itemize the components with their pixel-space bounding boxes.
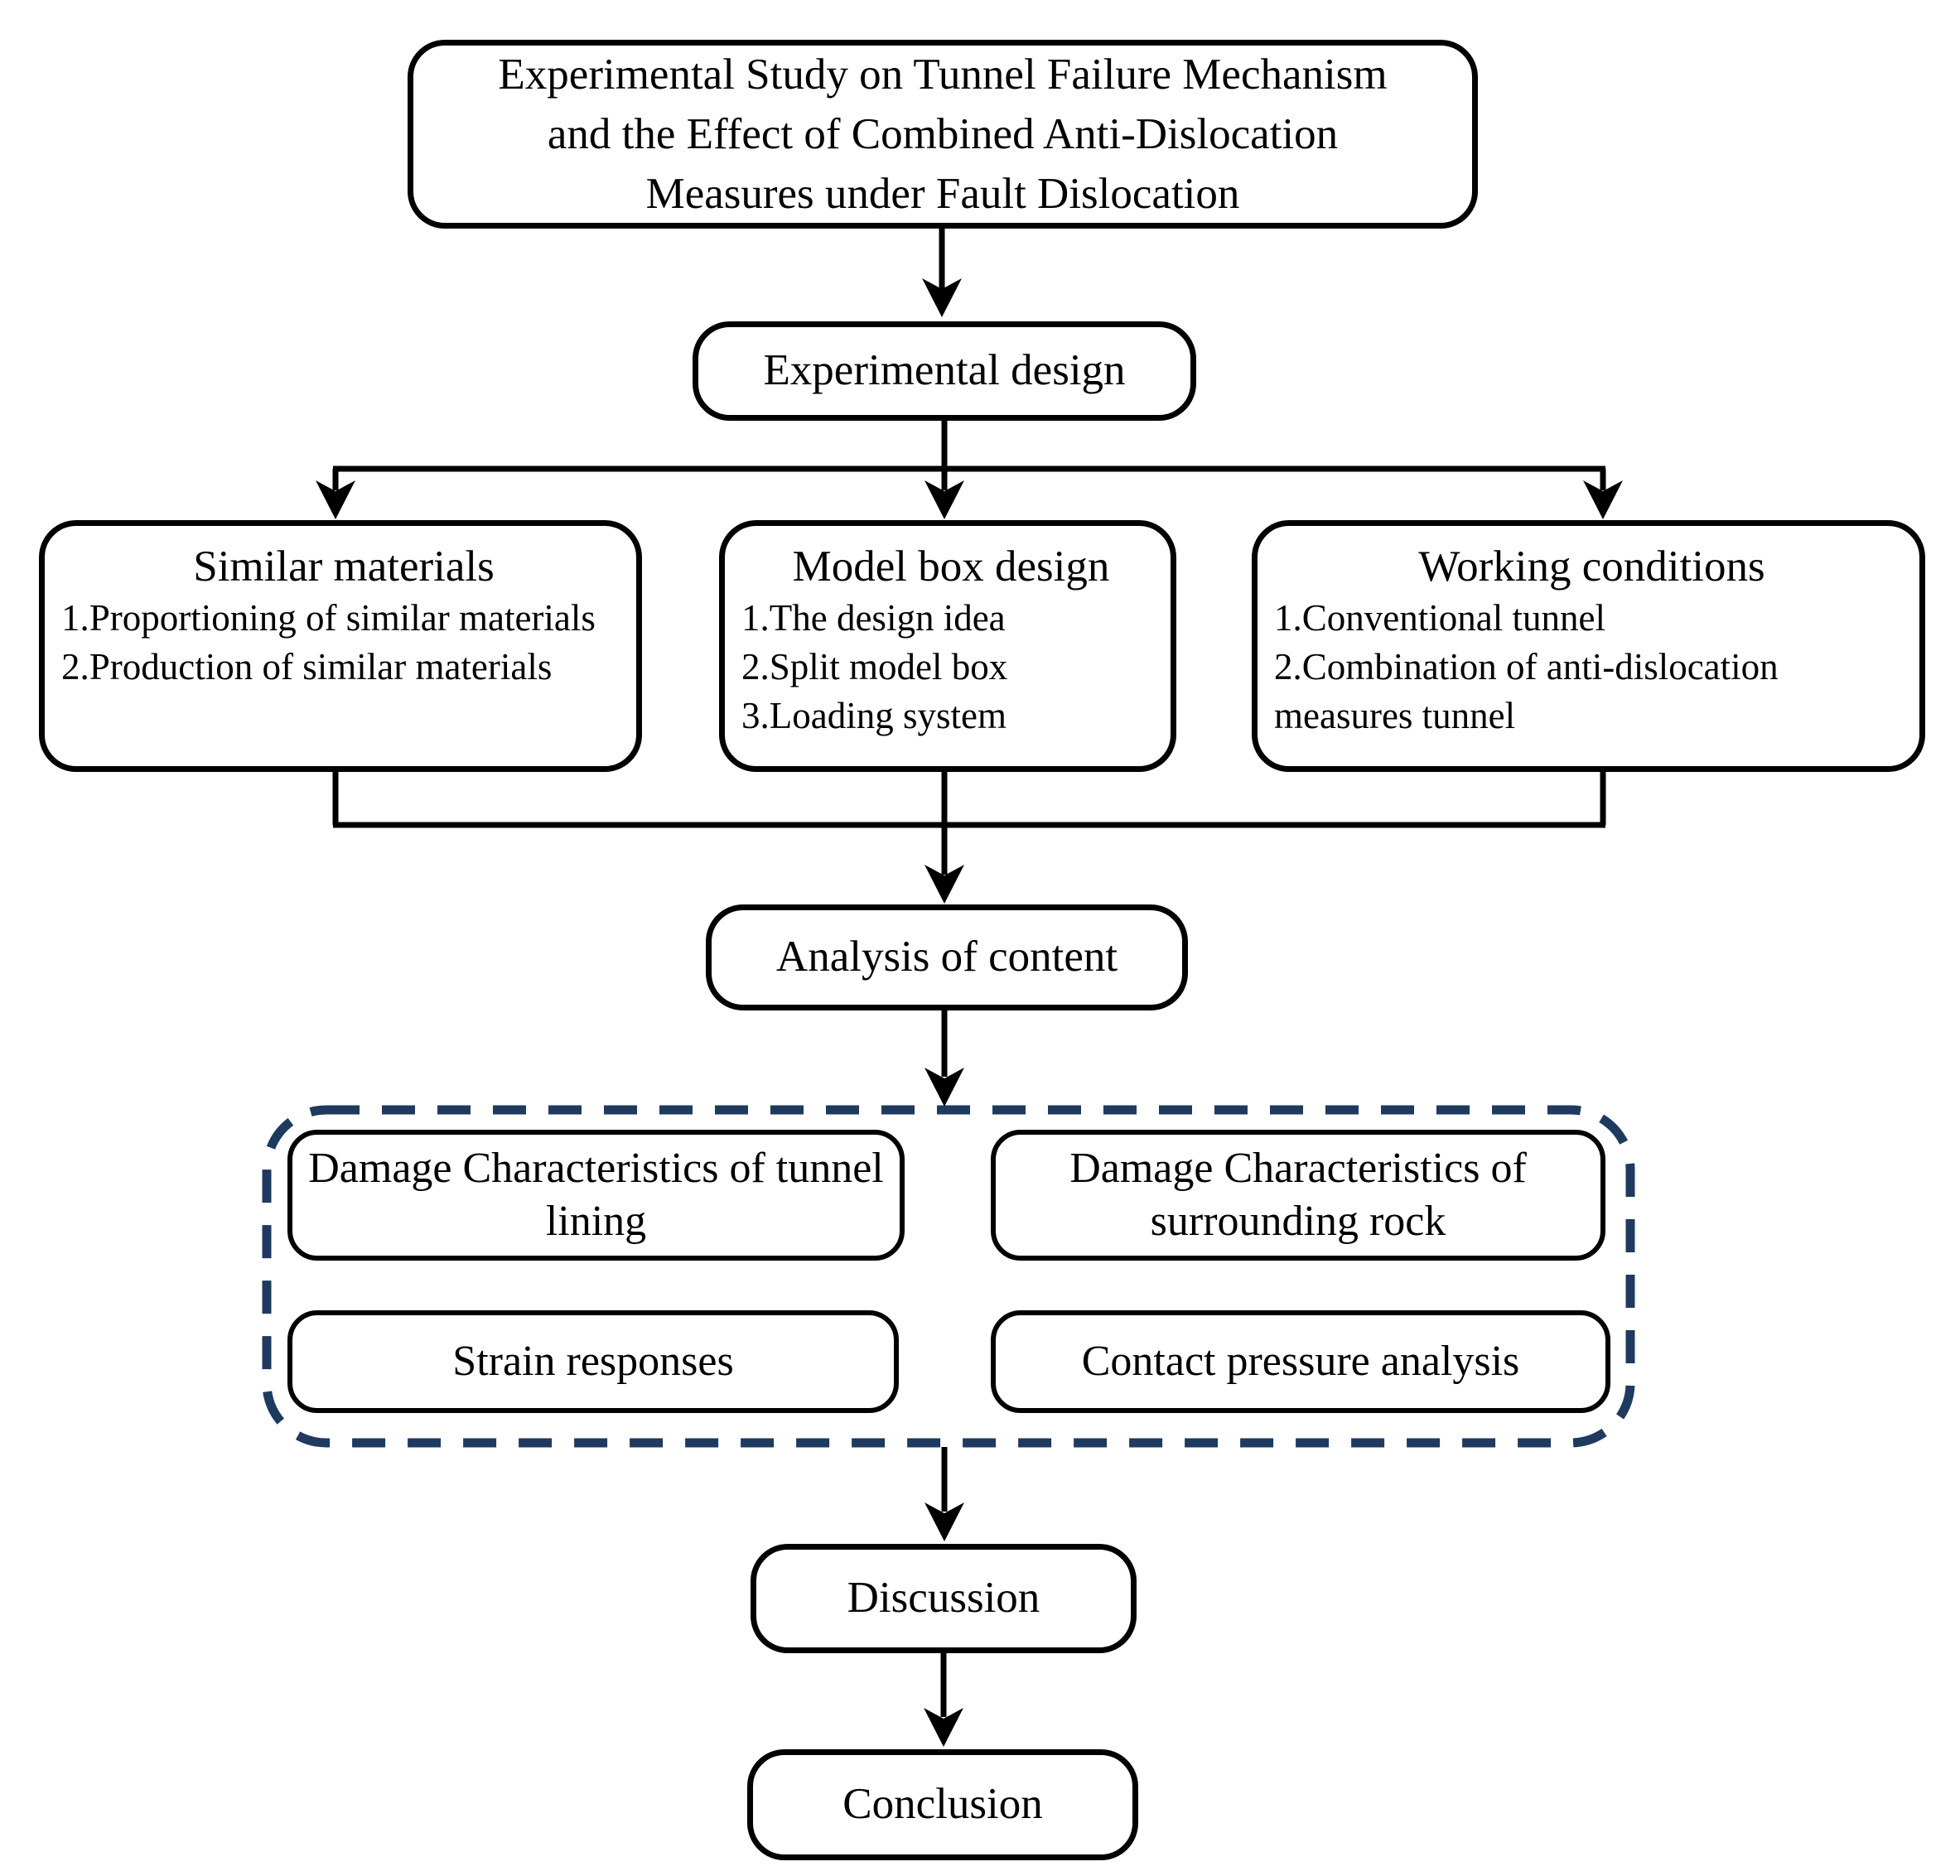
node-model-box-design: Model box design 1.The design idea 2.Spl… <box>719 520 1176 772</box>
node-strain-responses: Strain responses <box>287 1310 899 1413</box>
node-study-title: Experimental Study on Tunnel Failure Mec… <box>408 40 1478 229</box>
title-line-3: Measures under Fault Dislocation <box>645 170 1240 218</box>
branch-item: 1.Conventional tunnel <box>1274 597 1605 639</box>
branch-title: Similar materials <box>193 543 495 591</box>
branch-item: 2.Combination of anti-dislocation measur… <box>1274 646 1779 736</box>
node-analysis-of-content: Analysis of content <box>706 904 1188 1010</box>
node-discussion: Discussion <box>751 1544 1137 1653</box>
arrow-group-to-discussion <box>924 1447 964 1541</box>
branch-title: Model box design <box>792 543 1110 591</box>
analysis-group-outline <box>262 1105 1635 1448</box>
node-label: Damage Characteristics of tunnel lining <box>308 1145 884 1245</box>
node-label: Conclusion <box>842 1780 1043 1829</box>
node-damage-surrounding-rock: Damage Characteristics of surrounding ro… <box>991 1130 1605 1261</box>
branch-item: 3.Loading system <box>741 695 1007 736</box>
node-label: Experimental design <box>763 346 1126 395</box>
node-label: Strain responses <box>452 1338 734 1385</box>
arrow-title-to-design <box>922 227 962 317</box>
node-damage-tunnel-lining: Damage Characteristics of tunnel lining <box>287 1130 905 1261</box>
branch-merge-connector <box>332 771 1606 904</box>
branch-title: Working conditions <box>1418 543 1765 591</box>
node-label: Damage Characteristics of surrounding ro… <box>1069 1145 1527 1245</box>
node-experimental-design: Experimental design <box>693 321 1196 421</box>
title-line-1: Experimental Study on Tunnel Failure Mec… <box>498 51 1388 99</box>
branch-item: 2.Production of similar materials <box>61 646 553 687</box>
node-label: Contact pressure analysis <box>1081 1338 1520 1385</box>
node-conclusion: Conclusion <box>747 1749 1138 1860</box>
node-label: Discussion <box>847 1574 1040 1623</box>
arrow-analysis-to-group <box>924 1010 964 1107</box>
branch-item: 1.Proportioning of similar materials <box>61 597 596 639</box>
title-line-2: and the Effect of Combined Anti-Dislocat… <box>547 110 1339 158</box>
branch-item: 1.The design idea <box>741 597 1006 639</box>
node-contact-pressure-analysis: Contact pressure analysis <box>991 1310 1610 1413</box>
node-similar-materials: Similar materials 1.Proportioning of sim… <box>39 520 642 772</box>
node-label: Analysis of content <box>775 933 1118 981</box>
branch-item: 2.Split model box <box>741 646 1008 687</box>
arrow-discussion-to-conclusion <box>924 1653 963 1747</box>
node-working-conditions: Working conditions 1.Conventional tunnel… <box>1252 520 1925 772</box>
branch-split-connector <box>316 420 1623 519</box>
